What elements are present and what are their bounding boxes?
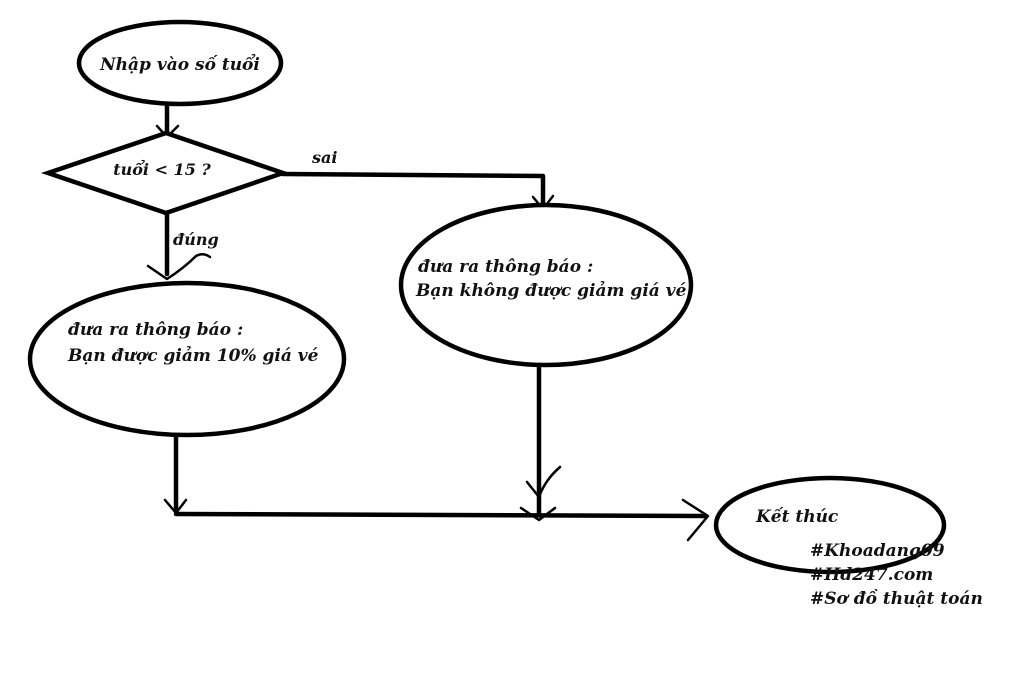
discount-message-line2: Bạn được giảm 10% giá vé	[67, 346, 319, 366]
tag-3: #Sơ đồ thuật toán	[810, 589, 983, 609]
discount-message-line1: đưa ra thông báo :	[68, 320, 243, 340]
arrowhead-no-discount-mid	[525, 465, 562, 499]
no-discount-message-line2: Bạn không được giảm giá vé	[415, 281, 687, 301]
tag-1: #Khoadang09	[810, 541, 945, 561]
line-merge-to-end	[173, 511, 709, 519]
arrowhead-end	[681, 498, 710, 542]
arrowhead-true	[146, 253, 212, 281]
arrow-false-branch	[280, 171, 546, 210]
false-label: sai	[311, 148, 337, 167]
start-node	[76, 19, 284, 107]
arrowhead-no-discount-merge	[519, 506, 557, 522]
decision-node-label: tuổi < 15 ?	[113, 158, 211, 179]
start-node-label: Nhập vào số tuổi	[99, 53, 260, 75]
end-node-label: Kết thúc	[755, 507, 839, 527]
no-discount-message-node	[398, 202, 694, 368]
true-label: đúng	[173, 230, 219, 249]
end-node	[713, 475, 947, 575]
no-discount-message-line1: đưa ra thông báo :	[418, 257, 593, 277]
discount-message-node	[27, 280, 347, 438]
tag-2: #Hd247.com	[810, 565, 933, 585]
